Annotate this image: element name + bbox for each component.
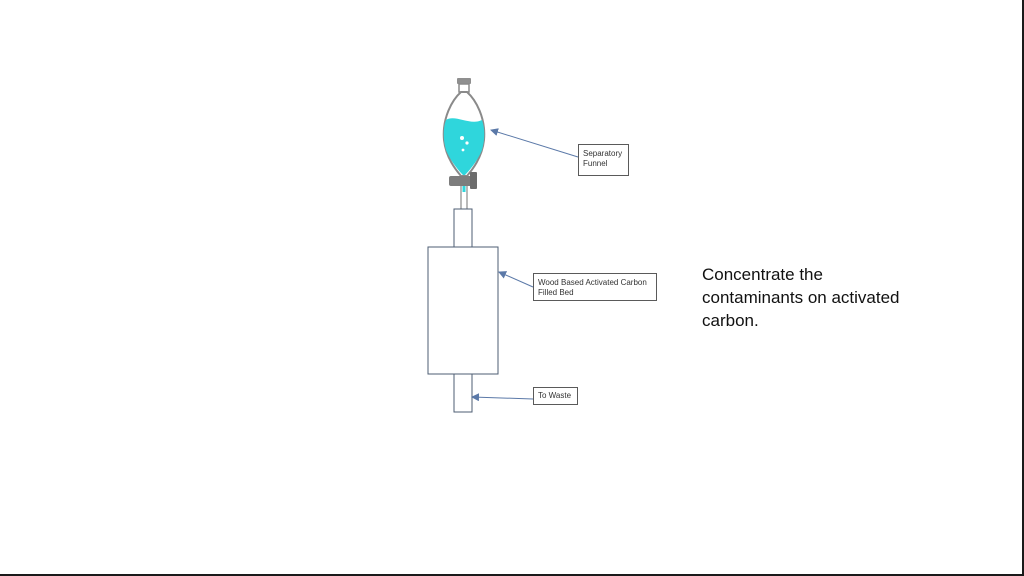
label-to-waste-text: To Waste xyxy=(538,391,572,400)
bubble xyxy=(461,148,465,152)
label-separatory-funnel-text: Separatory Funnel xyxy=(583,149,623,168)
funnel-liquid xyxy=(443,118,485,175)
caption-line: carbon. xyxy=(702,311,759,330)
separatory-funnel xyxy=(442,78,486,211)
label-carbon-bed: Wood Based Activated Carbon Filled Bed xyxy=(533,273,657,301)
inlet-tube xyxy=(453,208,473,248)
funnel-drip xyxy=(462,182,466,192)
funnel-stopper-neck xyxy=(458,83,470,93)
arrow-carbon-bed xyxy=(498,271,534,288)
caption-line: Concentrate the xyxy=(702,265,823,284)
arrow-separatory-funnel xyxy=(490,128,579,158)
arrow-to-waste xyxy=(471,393,534,402)
outlet-tube xyxy=(453,373,473,413)
funnel-stopper xyxy=(457,78,471,84)
caption-text: Concentrate the contaminants on activate… xyxy=(702,263,972,332)
carbon-bed-column xyxy=(427,246,499,375)
bubble xyxy=(460,136,464,140)
caption-line: contaminants on activated xyxy=(702,288,900,307)
label-carbon-bed-text: Wood Based Activated Carbon Filled Bed xyxy=(538,278,647,297)
label-to-waste: To Waste xyxy=(533,387,578,405)
stopcock-handle xyxy=(470,172,477,189)
bubble xyxy=(465,141,469,145)
label-separatory-funnel: Separatory Funnel xyxy=(578,144,629,176)
